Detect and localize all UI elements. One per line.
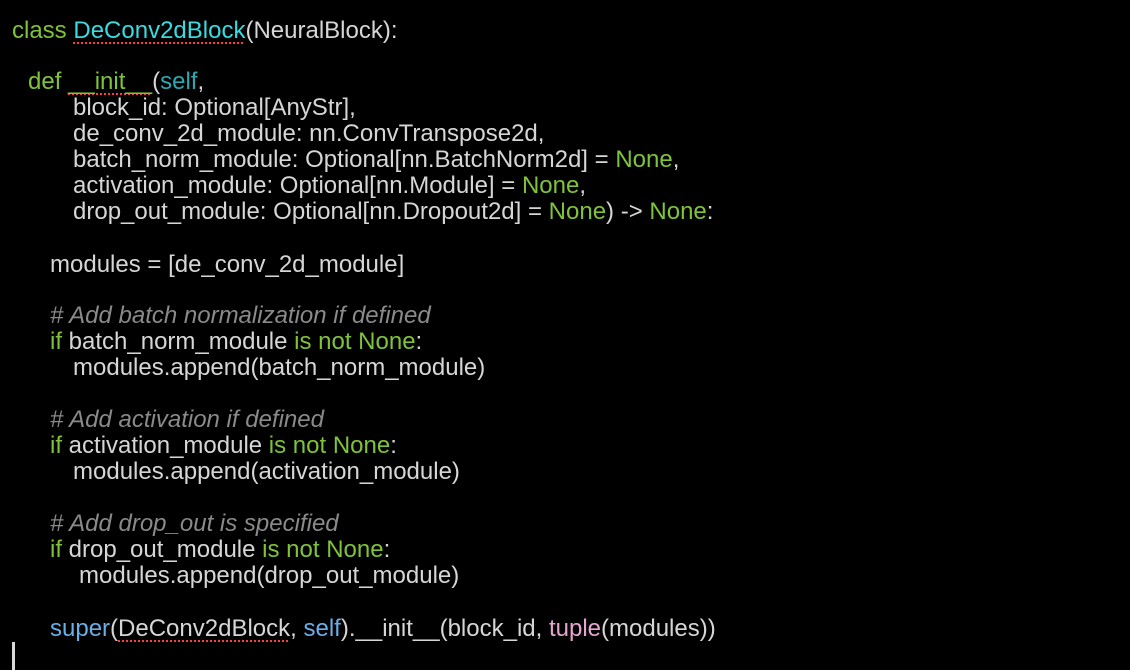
code-line[interactable]: de_conv_2d_module: nn.ConvTranspose2d, (73, 121, 544, 147)
code-token: if (50, 328, 69, 355)
code-line[interactable]: if drop_out_module is not None: (50, 537, 390, 563)
code-line[interactable]: modules.append(drop_out_module) (79, 563, 459, 589)
code-line[interactable]: if batch_norm_module is not None: (50, 329, 422, 355)
code-token: de_conv_2d_module: nn.ConvTranspose2d, (73, 120, 545, 147)
code-token: : (390, 432, 397, 459)
code-token: None (649, 198, 707, 225)
code-line[interactable]: super(DeConv2dBlock, self).__init__(bloc… (50, 616, 716, 642)
code-token: __init__ (68, 68, 153, 95)
code-token: : (706, 198, 714, 225)
code-line[interactable]: class DeConv2dBlock(NeuralBlock): (12, 18, 398, 44)
code-token: tuple (548, 615, 602, 642)
code-token: is not None (268, 432, 391, 459)
code-token: , (197, 68, 205, 95)
code-token: DeConv2dBlock (118, 615, 291, 642)
code-line[interactable]: modules.append(batch_norm_module) (73, 355, 485, 381)
code-token: drop_out_module: Optional[nn.Dropout2d] … (73, 198, 549, 225)
code-token: is not None (294, 328, 416, 355)
code-token: modules.append(batch_norm_module) (73, 354, 486, 381)
code-token: modules = [de_conv_2d_module] (50, 251, 405, 278)
code-line[interactable]: block_id: Optional[AnyStr], (73, 95, 356, 121)
code-token: (NeuralBlock): (245, 17, 398, 44)
code-line[interactable]: if activation_module is not None: (50, 433, 397, 459)
code-token: if (50, 536, 69, 563)
code-token: (modules)) (601, 615, 716, 642)
code-token: # Add batch normalization if defined (50, 302, 431, 329)
code-line[interactable]: def __init__(self, (28, 69, 204, 95)
code-line[interactable]: # Add drop_out is specified (50, 511, 339, 537)
code-token: None (548, 198, 607, 225)
code-token: activation_module (68, 432, 269, 459)
code-token: , (579, 172, 586, 199)
code-token: # Add activation if defined (50, 406, 324, 433)
code-token: self (160, 68, 198, 95)
code-token: class (12, 17, 74, 44)
code-token: : (415, 328, 423, 355)
code-token: None (615, 146, 673, 173)
code-token: def (28, 68, 69, 95)
code-line[interactable]: modules.append(activation_module) (73, 459, 460, 485)
code-token: drop_out_module (68, 536, 263, 563)
code-token: modules.append(activation_module) (73, 458, 460, 485)
code-token: DeConv2dBlock (73, 17, 246, 44)
code-token: : (383, 536, 391, 563)
code-token: activation_module: Optional[nn.Module] = (73, 172, 522, 199)
code-line[interactable]: drop_out_module: Optional[nn.Dropout2d] … (73, 199, 713, 225)
code-token: , (672, 146, 680, 173)
code-line[interactable]: activation_module: Optional[nn.Module] =… (73, 173, 586, 199)
code-token: if (50, 432, 69, 459)
code-token: block_id: Optional[AnyStr], (73, 94, 356, 121)
code-line[interactable]: modules = [de_conv_2d_module] (50, 252, 404, 278)
code-token: batch_norm_module (68, 328, 295, 355)
code-token: super (50, 615, 111, 642)
code-token: ( (152, 68, 161, 95)
code-token: batch_norm_module: Optional[nn.BatchNorm… (73, 146, 616, 173)
code-token: ( (110, 615, 119, 642)
code-token: , (290, 615, 304, 642)
code-token: is not None (262, 536, 384, 563)
code-token: None (521, 172, 580, 199)
code-token: ) -> (606, 198, 650, 225)
code-line[interactable]: # Add activation if defined (50, 407, 324, 433)
code-token: self (303, 615, 341, 642)
text-cursor (12, 642, 15, 670)
code-token: # Add drop_out is specified (50, 510, 339, 537)
code-token: modules.append(drop_out_module) (79, 562, 460, 589)
code-line[interactable]: batch_norm_module: Optional[nn.BatchNorm… (73, 147, 679, 173)
code-line[interactable]: # Add batch normalization if defined (50, 303, 431, 329)
code-token: ).__init__(block_id, (340, 615, 549, 642)
